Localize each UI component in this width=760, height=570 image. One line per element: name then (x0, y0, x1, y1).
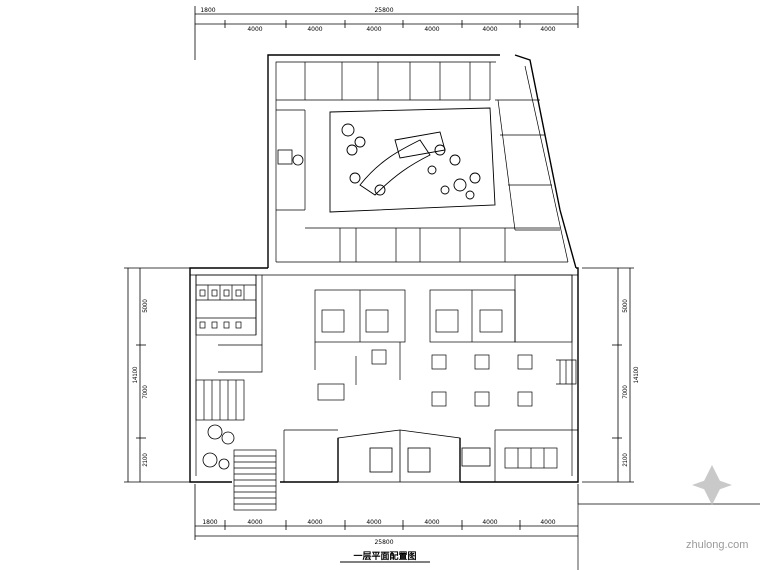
top-dim-6: 4000 (482, 26, 497, 33)
top-dim-2: 4000 (247, 26, 262, 33)
right-overall-dimension: 14100 (634, 366, 640, 383)
left-dim-1: 5000 (143, 299, 149, 313)
meeting-rooms (314, 274, 573, 343)
entrance-stair (233, 449, 277, 511)
top-dim-7: 4000 (540, 26, 555, 33)
bottom-offices (337, 429, 491, 483)
right-dimension-chain (582, 267, 634, 483)
right-stair (556, 359, 577, 385)
exterior-walls (189, 54, 579, 483)
upper-offices (276, 62, 560, 262)
lower-partitions (283, 342, 578, 482)
dining-tables (317, 349, 533, 407)
bottom-dimension-chain (194, 484, 579, 540)
top-dim-5: 4000 (424, 26, 439, 33)
right-dim-1: 5000 (623, 299, 629, 313)
left-dim-3: 2100 (143, 453, 149, 467)
bottom-dim-3: 4000 (307, 519, 322, 526)
left-overall-dimension: 14100 (133, 366, 139, 383)
bottom-dim-4: 4000 (366, 519, 381, 526)
bottom-dim-1: 1800 (202, 519, 217, 526)
left-stair (195, 344, 263, 421)
watermark-logo-icon (692, 465, 732, 505)
bottom-dim-6: 4000 (482, 519, 497, 526)
drawing-title: 一层平面配置图 (353, 551, 416, 561)
bottom-dim-2: 4000 (247, 519, 262, 526)
reception-seating (277, 149, 304, 166)
right-dim-2: 7000 (623, 385, 629, 399)
bottom-overall-dimension: 25800 (374, 539, 393, 546)
top-dim-1: 1800 (200, 7, 215, 14)
bottom-dim-7: 4000 (540, 519, 555, 526)
watermark-frame (577, 503, 760, 570)
bottom-right-tables (504, 447, 558, 469)
top-dim-4: 4000 (366, 26, 381, 33)
lounge-seating (202, 424, 235, 470)
bottom-dim-5: 4000 (424, 519, 439, 526)
top-dimension-chain (194, 6, 579, 60)
restrooms (195, 274, 263, 345)
exhibition-area (329, 107, 496, 213)
top-overall-dimension: 25800 (374, 7, 393, 14)
right-dim-3: 2100 (623, 453, 629, 467)
interior-wall-lines (190, 61, 578, 476)
left-dim-2: 7000 (143, 385, 149, 399)
left-dimension-chain (124, 267, 190, 483)
watermark-text: zhulong.com (686, 539, 748, 551)
top-dim-3: 4000 (307, 26, 322, 33)
